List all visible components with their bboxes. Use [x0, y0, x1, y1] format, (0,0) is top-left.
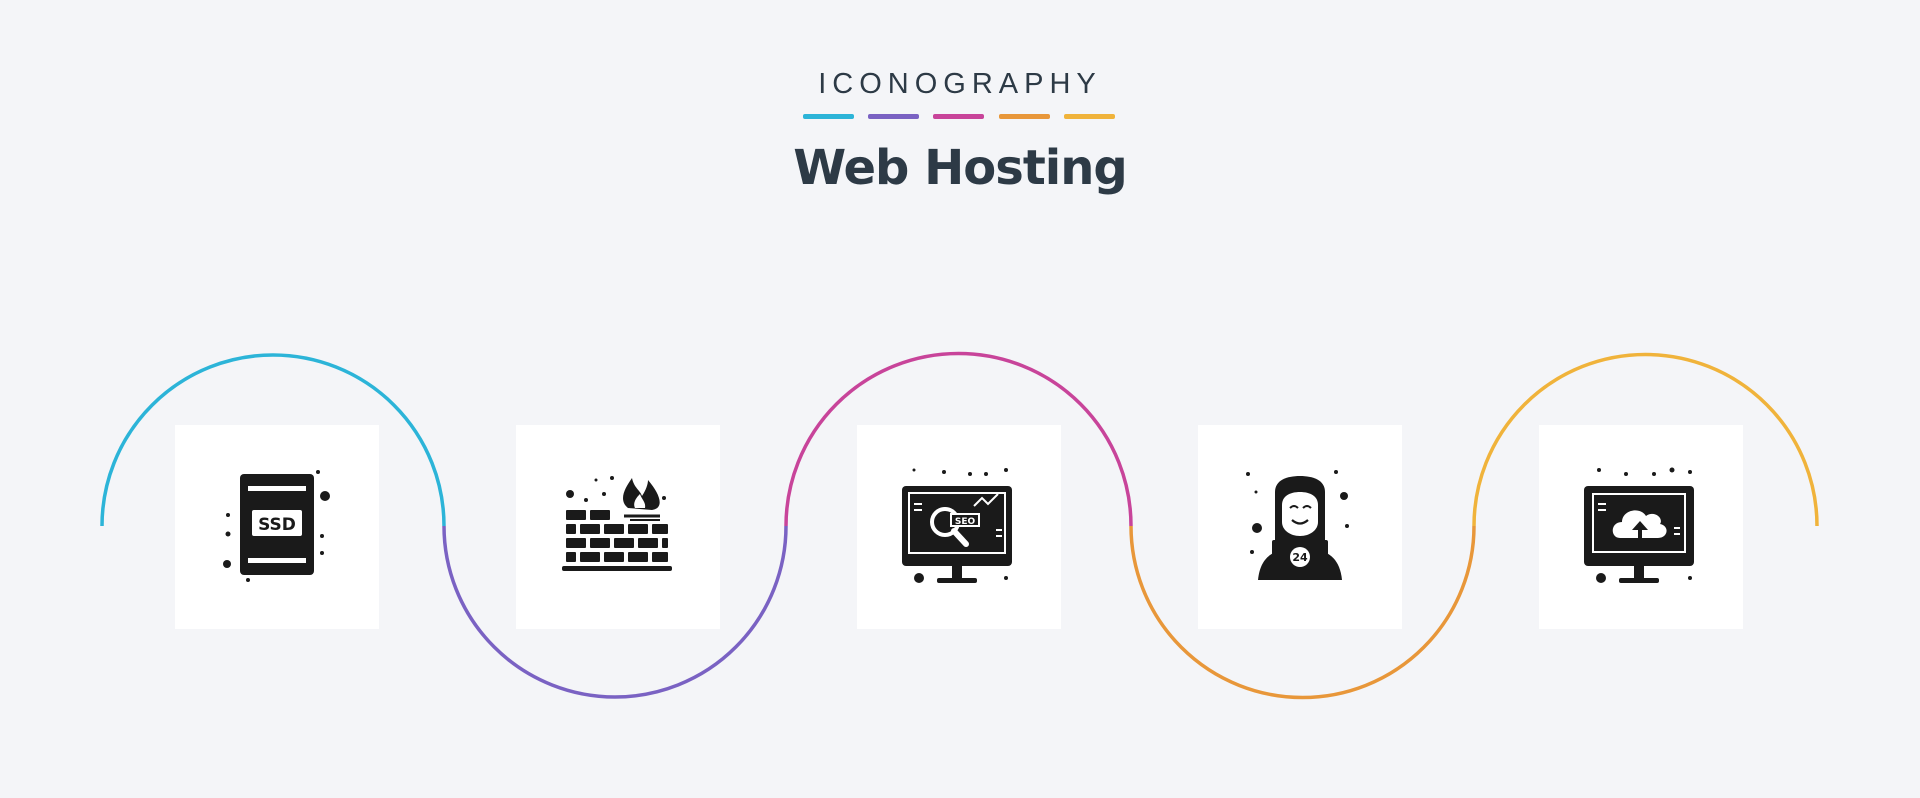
wave-segment-3	[784, 351, 1133, 527]
wave-segment-2	[442, 525, 788, 699]
cloud-upload-monitor-icon	[1584, 467, 1694, 583]
stripe-2	[868, 114, 919, 119]
wave-segment-4	[1129, 525, 1476, 700]
brand-name: ICONOGRAPHY	[818, 68, 1102, 100]
stripe-1	[803, 114, 854, 119]
wave-segment-5	[1472, 352, 1819, 527]
ssd-icon: SSD	[223, 470, 330, 582]
stripe-5	[1064, 114, 1115, 119]
wave-segment-1	[100, 353, 446, 527]
tile-ssd: SSD	[175, 425, 379, 629]
page-title: Web Hosting	[793, 140, 1128, 196]
tile-firewall	[516, 425, 720, 629]
header: ICONOGRAPHY Web Hosting	[0, 0, 1920, 220]
support-24-label: 24	[1292, 551, 1308, 564]
stripe-3	[933, 114, 984, 119]
tile-cloud-upload	[1539, 425, 1743, 629]
seo-monitor-icon: SEO	[902, 468, 1012, 583]
tile-support: 24	[1198, 425, 1402, 629]
stripe-4	[999, 114, 1050, 119]
support-24-icon: 24	[1246, 470, 1349, 580]
tile-seo: SEO	[857, 425, 1061, 629]
ssd-label: SSD	[258, 515, 296, 535]
firewall-icon	[562, 476, 672, 571]
seo-label: SEO	[955, 517, 976, 527]
